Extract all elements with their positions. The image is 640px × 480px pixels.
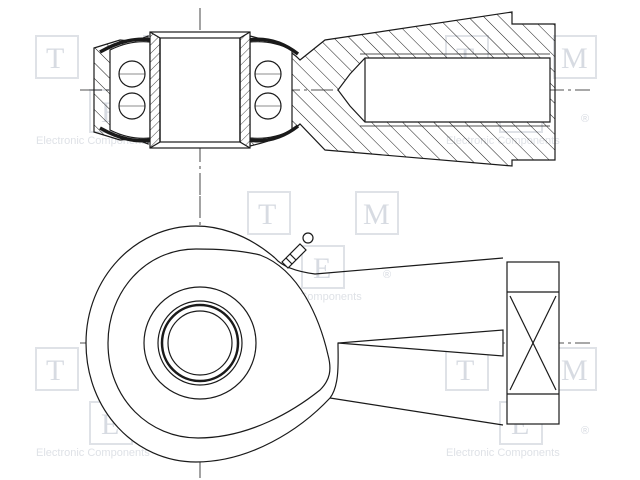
- watermark-letter-t: T: [46, 354, 64, 387]
- grease-nipple: [281, 232, 314, 269]
- eye-inner-outline: [107, 248, 331, 439]
- watermark-registered: ®: [581, 425, 589, 437]
- outer-race-left: [109, 41, 151, 139]
- seal-bottom-left: [99, 126, 153, 143]
- shank-lower-edge: [329, 397, 504, 426]
- bearing-inner-circle: [157, 300, 243, 386]
- outer-race-right: [249, 41, 293, 139]
- watermark-registered: ®: [581, 113, 589, 125]
- watermark-letter-t: T: [456, 354, 474, 387]
- threaded-bore: [337, 57, 551, 123]
- inner-ring-right-flange: [239, 31, 251, 149]
- watermark-center: T M E Electronic Components ®: [247, 191, 399, 303]
- hex-nut: [506, 261, 560, 425]
- plan-view: [80, 196, 590, 478]
- watermark-caption: Electronic Components: [446, 447, 560, 459]
- watermark-letter-m: M: [561, 354, 588, 387]
- seal-top-left: [99, 37, 153, 54]
- bore-circle-inner: [167, 310, 233, 376]
- seal-top-right: [247, 37, 300, 56]
- watermark-letter-e: E: [313, 252, 331, 285]
- watermark-letter-t: T: [258, 198, 276, 231]
- section-view: [80, 8, 590, 196]
- watermark-letter-m: M: [363, 198, 390, 231]
- watermark-letter-t: T: [46, 42, 64, 75]
- bore-circle-outer: [160, 303, 240, 383]
- inner-ring-left-flange: [149, 31, 161, 149]
- bearing-outer-circle: [143, 286, 257, 400]
- watermark-registered: ®: [383, 269, 391, 281]
- shank-upper-edge: [274, 257, 504, 275]
- inner-ring: [149, 31, 251, 149]
- watermark-caption: Electronic Components: [36, 447, 150, 459]
- seal-bottom-right: [247, 124, 300, 143]
- watermark-letter-m: M: [561, 42, 588, 75]
